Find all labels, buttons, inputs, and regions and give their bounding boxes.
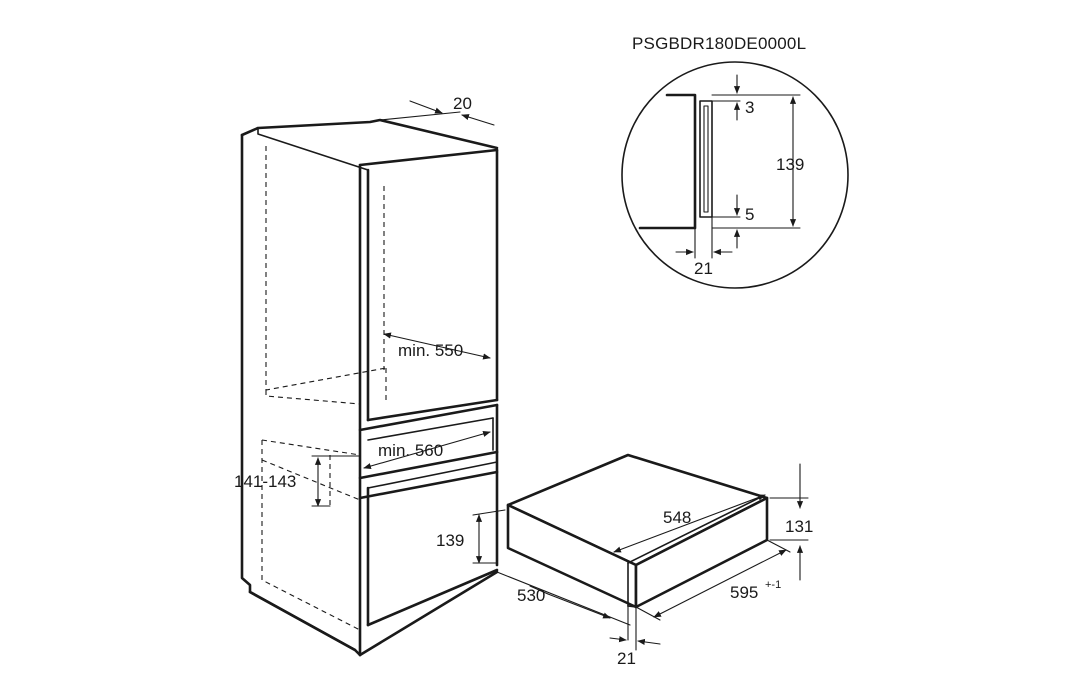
model-label: PSGBDR180DE0000L xyxy=(632,34,806,53)
dim-detail-139: 139 xyxy=(776,155,804,174)
dim-21-bottom: 21 xyxy=(617,649,636,668)
dim-detail-5: 5 xyxy=(745,205,754,224)
dim-141-143: 141-143 xyxy=(234,472,296,491)
dim-detail-3: 3 xyxy=(745,98,754,117)
drawer-dimensions: 139 530 21 548 131 595 +-1 xyxy=(436,463,813,668)
warming-drawer xyxy=(506,453,769,609)
detail-circle xyxy=(621,61,849,289)
dim-min-550: min. 550 xyxy=(398,341,463,360)
dim-20: 20 xyxy=(453,94,472,113)
dim-detail-21: 21 xyxy=(694,259,713,278)
dim-131: 131 xyxy=(785,517,813,536)
dim-min-560: min. 560 xyxy=(378,441,443,460)
dim-530: 530 xyxy=(517,586,545,605)
dim-139-left: 139 xyxy=(436,531,464,550)
dim-595: 595 xyxy=(730,583,758,602)
dim-595-tolerance: +-1 xyxy=(765,579,781,591)
handle-detail: PSGBDR180DE0000L 3 139 5 21 xyxy=(621,34,849,289)
tall-cabinet xyxy=(240,118,499,657)
cabinet-dimensions: 20 min. 550 min. 560 141-143 xyxy=(234,94,495,507)
dim-548: 548 xyxy=(663,508,691,527)
